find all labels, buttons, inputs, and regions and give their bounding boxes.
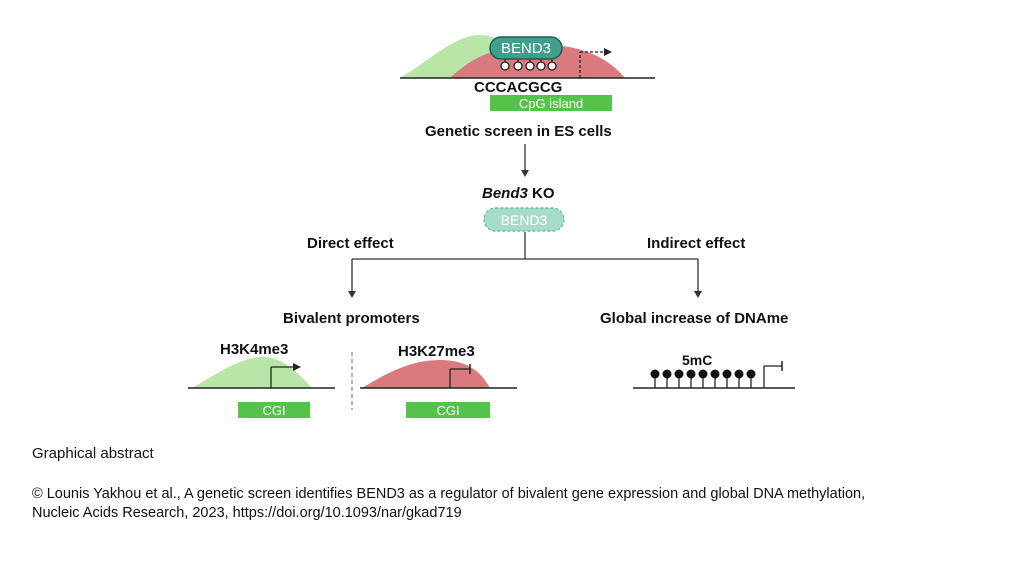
h3k27me3-peak <box>362 360 490 388</box>
methylated-cpg <box>722 369 732 379</box>
unmethylated-cpg <box>536 61 546 71</box>
unmethylated-cpg <box>500 61 510 71</box>
methylated-cpg <box>746 369 756 379</box>
methylated-cpg <box>710 369 720 379</box>
top-tss-arrow <box>579 48 612 78</box>
methylated-cpg <box>686 369 696 379</box>
ko-gene-name: Bend3 <box>482 185 528 202</box>
methylated-cpg <box>650 369 660 379</box>
cpg-island-box <box>490 95 612 111</box>
cgi-label-2: CGI <box>436 402 460 418</box>
methylated-cpg <box>674 369 684 379</box>
h3k4me3-peak <box>192 357 312 388</box>
methylated-cpg <box>734 369 744 379</box>
unmethylated-cpg <box>513 61 523 71</box>
cpg-island-label: CpG island <box>518 95 584 111</box>
cpg-lollipops <box>500 58 557 71</box>
dname-increase-label: Global increase of DNAme <box>600 310 789 327</box>
indirect-effect-label: Indirect effect <box>647 235 746 252</box>
h3k4me3-label: H3K4me3 <box>220 341 289 358</box>
tss-arrow-icon <box>293 363 301 371</box>
cgi-box-2 <box>406 402 490 418</box>
dname-panel <box>633 361 795 389</box>
motif-sequence: CCCACGCG <box>474 79 563 96</box>
bend3-ko-label: BEND3 <box>500 211 548 228</box>
methylated-cpg <box>662 369 672 379</box>
bend3-protein <box>489 36 563 60</box>
methylated-cpg <box>698 369 708 379</box>
direct-effect-label: Direct effect <box>307 235 394 252</box>
h3k27me3-label: H3K27me3 <box>398 343 475 360</box>
methylated-cpgs <box>650 369 756 388</box>
caption-citation-line-2: Nucleic Acids Research, 2023, https://do… <box>32 505 462 521</box>
5mc-label: 5mC <box>682 352 713 368</box>
caption-title: Graphical abstract <box>32 445 154 462</box>
h3k4me3-panel <box>188 357 335 418</box>
cgi-label-1: CGI <box>262 402 286 418</box>
screen-label: Genetic screen in ES cells <box>425 123 612 140</box>
h3k27me3-panel <box>360 360 517 418</box>
ko-label: Bend3 KO <box>482 186 555 201</box>
bend3-protein-label: BEND3 <box>500 39 552 57</box>
unmethylated-cpg <box>525 61 535 71</box>
bivalent-promoters-label: Bivalent promoters <box>283 310 420 327</box>
cgi-box-1 <box>238 402 310 418</box>
ko-suffix: KO <box>527 185 555 202</box>
screen-arrow <box>521 144 529 177</box>
branch-tree <box>348 232 702 298</box>
caption-citation-line-1: © Lounis Yakhou et al., A genetic screen… <box>32 486 866 502</box>
unmethylated-cpg <box>547 61 557 71</box>
bend3-ko-protein <box>483 207 565 232</box>
